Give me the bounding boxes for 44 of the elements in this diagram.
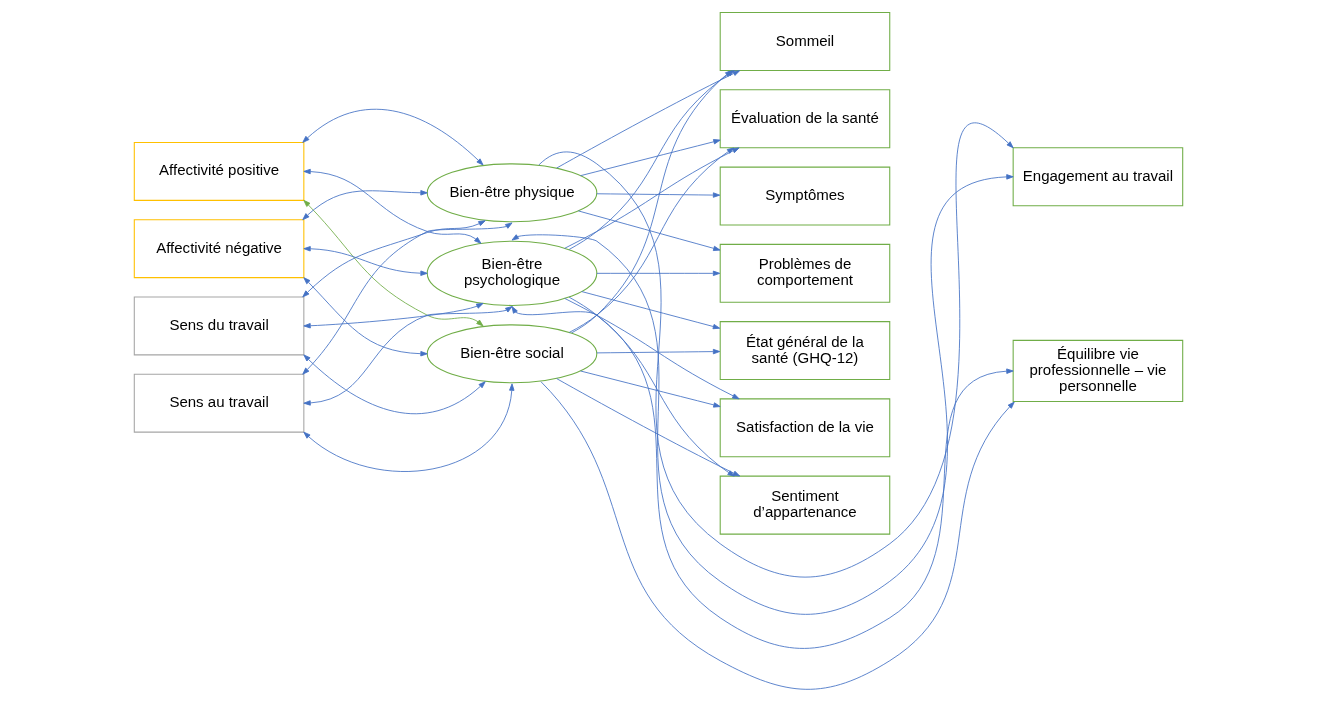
arrow bbox=[303, 383, 515, 472]
arrow bbox=[303, 199, 484, 327]
arrow bbox=[303, 306, 513, 406]
arrow bbox=[302, 220, 486, 298]
node-box: Problèmes de comportement bbox=[719, 243, 891, 303]
arrow bbox=[568, 147, 735, 333]
node-box: Sentiment d’appartenance bbox=[719, 475, 891, 535]
arrow bbox=[596, 270, 721, 276]
arrow bbox=[302, 108, 484, 166]
node-ellipse: Bien-être physique bbox=[426, 163, 598, 223]
node-box: Équilibre vie professionnelle – vie personnelle bbox=[1012, 339, 1184, 403]
node-box: Engagement au travail bbox=[1012, 147, 1184, 207]
arrow bbox=[564, 297, 740, 400]
arrow bbox=[303, 277, 428, 357]
arrow bbox=[511, 306, 1014, 649]
node-box: Affectivité négative bbox=[133, 219, 305, 279]
node-box: État général de la santé (GHQ-12) bbox=[719, 321, 891, 381]
arrow bbox=[302, 222, 513, 375]
arrow bbox=[511, 174, 1014, 615]
node-box: Symptômes bbox=[719, 166, 891, 226]
arrow bbox=[538, 124, 1014, 578]
node-ellipse: Bien-être psychologique bbox=[426, 240, 598, 306]
arrow bbox=[580, 370, 721, 408]
node-box: Sommeil bbox=[719, 12, 891, 72]
arrow bbox=[303, 168, 482, 244]
node-box: Sens du travail bbox=[133, 296, 305, 356]
arrow bbox=[303, 354, 486, 414]
arrow bbox=[581, 291, 721, 330]
arrow bbox=[556, 378, 741, 477]
arrow bbox=[580, 139, 721, 177]
node-box: Évaluation de la santé bbox=[719, 89, 891, 149]
arrow bbox=[303, 302, 484, 329]
arrow bbox=[577, 210, 721, 251]
arrow bbox=[540, 381, 1015, 690]
node-box: Sens au travail bbox=[133, 373, 305, 433]
arrow bbox=[568, 296, 735, 477]
arrow bbox=[596, 192, 721, 198]
arrow bbox=[303, 246, 428, 276]
arrow bbox=[564, 147, 740, 249]
node-ellipse: Bien-être social bbox=[426, 324, 598, 384]
arrow bbox=[596, 348, 721, 355]
node-box: Satisfaction de la vie bbox=[719, 398, 891, 458]
arrow bbox=[302, 190, 428, 221]
node-box: Affectivité positive bbox=[133, 141, 305, 201]
